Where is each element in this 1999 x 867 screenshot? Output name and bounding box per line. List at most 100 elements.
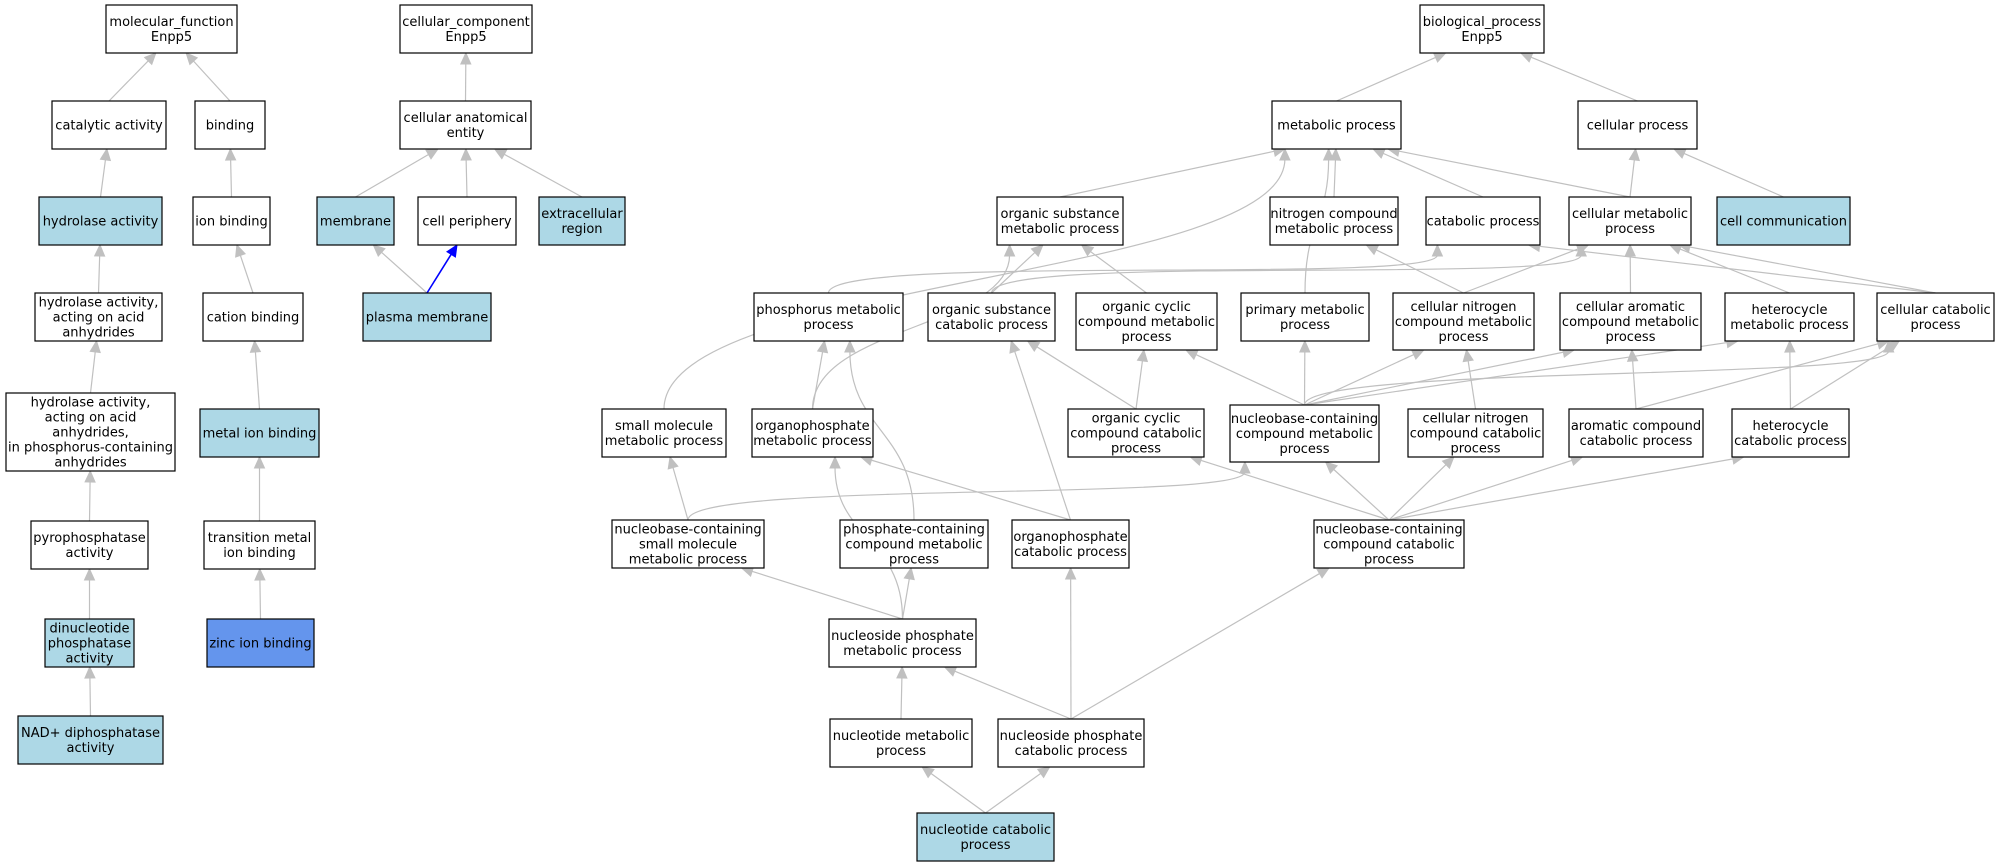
node-box[interactable] bbox=[829, 718, 973, 768]
node-box[interactable] bbox=[1419, 4, 1545, 54]
node-box[interactable] bbox=[839, 519, 989, 569]
node-box[interactable] bbox=[1407, 408, 1544, 458]
node-box[interactable] bbox=[51, 100, 167, 150]
node-box[interactable] bbox=[1724, 292, 1855, 342]
node-box[interactable] bbox=[362, 292, 492, 342]
node-box[interactable] bbox=[1392, 292, 1535, 351]
node-hyd_anh[interactable]: hydrolase activity,acting on acidanhydri… bbox=[34, 292, 163, 342]
node-box[interactable] bbox=[105, 4, 238, 54]
node-metalion[interactable]: metal ion binding bbox=[199, 408, 320, 458]
node-box[interactable] bbox=[44, 618, 135, 668]
node-box[interactable] bbox=[753, 292, 904, 342]
node-cation[interactable]: cation binding bbox=[202, 292, 304, 342]
node-catalytic[interactable]: catalytic activity bbox=[51, 100, 167, 150]
node-box[interactable] bbox=[997, 718, 1145, 768]
node-catab[interactable]: catabolic process bbox=[1425, 196, 1541, 246]
node-box[interactable] bbox=[1577, 100, 1698, 150]
node-box[interactable] bbox=[1269, 196, 1399, 246]
node-box[interactable] bbox=[1716, 196, 1851, 246]
node-box[interactable] bbox=[1075, 292, 1218, 351]
node-binding[interactable]: binding bbox=[194, 100, 266, 150]
node-plasma[interactable]: plasma membrane bbox=[362, 292, 492, 342]
node-box[interactable] bbox=[1271, 100, 1402, 150]
node-box[interactable] bbox=[417, 196, 517, 246]
node-box[interactable] bbox=[916, 812, 1055, 862]
node-box[interactable] bbox=[1240, 292, 1370, 342]
node-box[interactable] bbox=[203, 520, 316, 570]
node-box[interactable] bbox=[399, 100, 532, 150]
node-box[interactable] bbox=[1425, 196, 1541, 246]
node-box[interactable] bbox=[17, 715, 164, 765]
node-box[interactable] bbox=[538, 196, 626, 246]
node-box[interactable] bbox=[1568, 196, 1692, 246]
node-cellper[interactable]: cell periphery bbox=[417, 196, 517, 246]
node-box[interactable] bbox=[927, 292, 1056, 342]
node-box[interactable] bbox=[206, 618, 315, 668]
node-box[interactable] bbox=[611, 519, 765, 569]
node-box[interactable] bbox=[601, 408, 727, 458]
node-box[interactable] bbox=[192, 196, 271, 246]
node-box[interactable] bbox=[1229, 404, 1380, 463]
node-hydrolase[interactable]: hydrolase activity bbox=[38, 196, 163, 246]
node-box[interactable] bbox=[1559, 292, 1702, 351]
node-box[interactable] bbox=[996, 196, 1124, 246]
node-box[interactable] bbox=[1067, 408, 1205, 458]
node-box[interactable] bbox=[202, 292, 304, 342]
node-box[interactable] bbox=[1876, 292, 1995, 342]
node-box[interactable] bbox=[30, 520, 149, 570]
node-box[interactable] bbox=[38, 196, 163, 246]
node-ionbind[interactable]: ion binding bbox=[192, 196, 271, 246]
node-box[interactable] bbox=[1011, 519, 1130, 569]
node-box[interactable] bbox=[399, 4, 533, 54]
node-box[interactable] bbox=[751, 408, 874, 458]
node-hyd_phos[interactable]: hydrolase activity,acting on acidanhydri… bbox=[5, 392, 176, 472]
node-box[interactable] bbox=[199, 408, 320, 458]
node-box[interactable] bbox=[1568, 408, 1704, 458]
node-cellcomm[interactable]: cell communication bbox=[1716, 196, 1851, 246]
node-membrane[interactable]: membrane bbox=[316, 196, 395, 246]
node-box[interactable] bbox=[316, 196, 395, 246]
node-metab[interactable]: metabolic process bbox=[1271, 100, 1402, 150]
node-zinc[interactable]: zinc ion binding bbox=[206, 618, 315, 668]
node-box[interactable] bbox=[194, 100, 266, 150]
node-cellproc[interactable]: cellular process bbox=[1577, 100, 1698, 150]
node-box[interactable] bbox=[1731, 408, 1850, 458]
node-box[interactable] bbox=[5, 392, 176, 472]
node-box[interactable] bbox=[1313, 519, 1465, 569]
